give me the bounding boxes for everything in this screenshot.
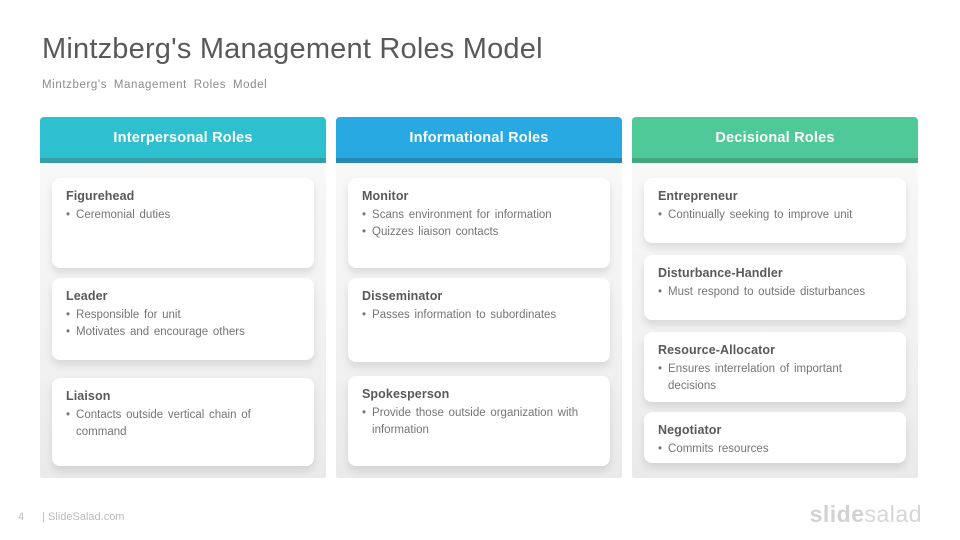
bullet-icon: • — [66, 409, 71, 421]
bullet-text: Ceremonial duties — [76, 209, 171, 221]
bullet-icon: • — [362, 209, 367, 221]
bullet-text: Commits resources — [668, 443, 769, 455]
bullet-text: Quizzes liaison contacts — [372, 225, 499, 238]
footer: 4 | SlideSalad.com — [18, 511, 124, 523]
role-bullet: • Commits resources — [658, 441, 892, 458]
bullet-text: Motivates and encourage others — [76, 325, 245, 338]
role-title: Negotiator — [658, 423, 722, 437]
role-bullet: • Scans environment for information — [362, 207, 596, 224]
bullet-text: Scans environment for information — [372, 209, 552, 221]
bullet-text: Responsible for unit — [76, 309, 181, 321]
column-body-decisional: Entrepreneur • Continually seeking to im… — [632, 163, 918, 478]
column-header-interpersonal: Interpersonal Roles — [40, 117, 326, 163]
role-title: Spokesperson — [362, 387, 450, 401]
role-title: Entrepreneur — [658, 189, 738, 203]
slidesalad-logo: slidesalad — [810, 501, 922, 528]
role-bullet: • Passes information to subordinates — [362, 307, 596, 324]
bullet-icon: • — [362, 309, 367, 321]
role-bullet: • Provide those outside organization wit… — [362, 405, 596, 438]
bullet-icon: • — [66, 209, 71, 221]
page-number: 4 — [18, 511, 25, 523]
column-informational: Informational Roles Monitor • Scans envi… — [336, 117, 622, 478]
role-card-leader: Leader • Responsible for unit • Motivate… — [52, 278, 314, 360]
role-bullet: • Responsible for unit — [66, 307, 300, 324]
role-title: Leader — [66, 289, 108, 303]
role-card-monitor: Monitor • Scans environment for informat… — [348, 178, 610, 268]
role-bullet: • Ceremonial duties — [66, 207, 300, 224]
bullet-text: Contacts outside vertical chain of comma… — [76, 409, 251, 438]
role-bullet: • Quizzes liaison contacts — [362, 224, 596, 241]
page-title: Mintzberg's Management Roles Model — [42, 33, 543, 65]
role-title: Resource-Allocator — [658, 343, 776, 357]
column-header-decisional: Decisional Roles — [632, 117, 918, 163]
bullet-icon: • — [658, 286, 663, 298]
role-card-entrepreneur: Entrepreneur • Continually seeking to im… — [644, 178, 906, 243]
role-bullet: • Motivates and encourage others — [66, 324, 300, 341]
column-interpersonal: Interpersonal Roles Figurehead • Ceremon… — [40, 117, 326, 478]
role-card-disturbance-handler: Disturbance-Handler • Must respond to ou… — [644, 255, 906, 320]
bullet-icon: • — [658, 209, 663, 221]
role-card-negotiator: Negotiator • Commits resources — [644, 412, 906, 463]
role-title: Figurehead — [66, 189, 135, 203]
roles-columns: Interpersonal Roles Figurehead • Ceremon… — [40, 117, 918, 478]
page-subtitle: Mintzberg's Management Roles Model — [42, 79, 268, 91]
bullet-text: Must respond to outside disturbances — [668, 286, 866, 298]
bullet-icon: • — [362, 225, 367, 238]
role-title: Disturbance-Handler — [658, 266, 783, 280]
role-card-resource-allocator: Resource-Allocator • Ensures interrelati… — [644, 332, 906, 402]
role-bullet: • Contacts outside vertical chain of com… — [66, 407, 300, 440]
role-card-disseminator: Disseminator • Passes information to sub… — [348, 278, 610, 362]
column-body-informational: Monitor • Scans environment for informat… — [336, 163, 622, 478]
role-title: Disseminator — [362, 289, 443, 303]
bullet-text: Ensures interrelation of important decis… — [668, 363, 842, 392]
role-title: Monitor — [362, 189, 409, 203]
bullet-text: Passes information to subordinates — [372, 309, 557, 321]
column-decisional: Decisional Roles Entrepreneur • Continua… — [632, 117, 918, 478]
role-card-figurehead: Figurehead • Ceremonial duties — [52, 178, 314, 268]
column-body-interpersonal: Figurehead • Ceremonial duties Leader • … — [40, 163, 326, 478]
bullet-text: Continually seeking to improve unit — [668, 209, 853, 221]
footer-site-label: | SlideSalad.com — [42, 511, 125, 523]
bullet-text: Provide those outside organization with … — [372, 407, 579, 436]
bullet-icon: • — [362, 407, 367, 419]
bullet-icon: • — [66, 325, 71, 338]
logo-text-light: salad — [864, 501, 922, 527]
column-header-informational: Informational Roles — [336, 117, 622, 163]
role-title: Liaison — [66, 389, 111, 403]
bullet-icon: • — [658, 363, 663, 375]
role-bullet: • Must respond to outside disturbances — [658, 284, 892, 301]
role-bullet: • Ensures interrelation of important dec… — [658, 361, 892, 394]
logo-text-bold: slide — [809, 501, 865, 527]
role-bullet: • Continually seeking to improve unit — [658, 207, 892, 224]
role-card-liaison: Liaison • Contacts outside vertical chai… — [52, 378, 314, 466]
role-card-spokesperson: Spokesperson • Provide those outside org… — [348, 376, 610, 466]
bullet-icon: • — [66, 309, 71, 321]
bullet-icon: • — [658, 443, 663, 455]
